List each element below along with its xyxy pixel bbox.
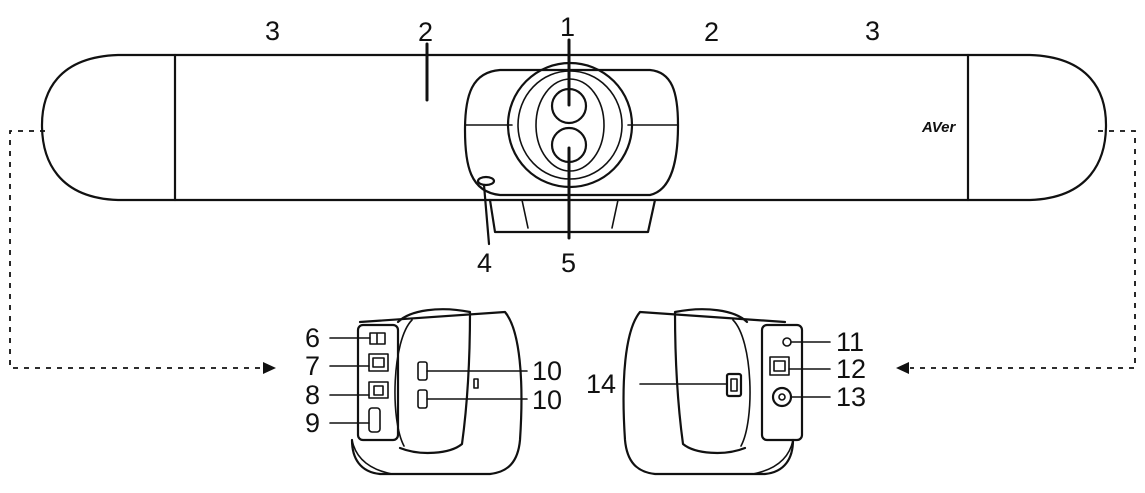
kensington-slot-icon bbox=[473, 378, 479, 389]
usb-a-port-icon-2 bbox=[417, 389, 428, 409]
right-end-rim bbox=[732, 319, 751, 447]
connector-left bbox=[9, 130, 276, 374]
power-jack-icon bbox=[771, 386, 793, 408]
usb-b-port-icon bbox=[368, 381, 389, 399]
callout-12: 12 bbox=[836, 354, 866, 384]
lan-port-inner bbox=[372, 357, 385, 368]
usb-port-inner bbox=[730, 378, 738, 392]
front-view: AVer bbox=[40, 38, 1108, 246]
callout-11: 11 bbox=[836, 327, 864, 357]
callout-2a: 2 bbox=[418, 17, 433, 47]
left-end-rim bbox=[394, 319, 413, 447]
callout-2b: 2 bbox=[704, 17, 719, 47]
right-side-view bbox=[622, 308, 831, 476]
rj45-port-inner bbox=[773, 360, 786, 372]
callout-13: 13 bbox=[836, 382, 866, 412]
reset-pinhole-icon bbox=[782, 337, 792, 347]
right-end-body bbox=[622, 310, 795, 476]
arrow-left-icon bbox=[896, 362, 909, 374]
connector-right bbox=[896, 130, 1136, 374]
bar-body-outline bbox=[40, 53, 1108, 202]
usb-port-icon bbox=[725, 372, 743, 398]
right-end-base bbox=[752, 439, 794, 475]
left-port-panel bbox=[356, 323, 400, 442]
right-end-front bbox=[673, 308, 749, 455]
rj45-port-icon bbox=[769, 356, 790, 376]
lan-port-icon bbox=[368, 353, 389, 372]
arrow-right-icon bbox=[263, 362, 276, 374]
callout-8: 8 bbox=[305, 380, 320, 410]
callout-3b: 3 bbox=[865, 16, 880, 46]
callout-9: 9 bbox=[305, 408, 320, 438]
stand-line-1 bbox=[521, 199, 529, 229]
leader-4 bbox=[482, 183, 491, 246]
callout-3a: 3 bbox=[265, 16, 280, 46]
callout-4: 4 bbox=[477, 248, 492, 278]
usb-a-port-icon bbox=[417, 361, 428, 381]
stand-line-2 bbox=[611, 199, 619, 229]
callout-14: 14 bbox=[586, 369, 616, 399]
camera-stand bbox=[488, 198, 657, 234]
left-side-view bbox=[329, 308, 528, 476]
callout-10a: 10 bbox=[532, 356, 562, 386]
power-jack-inner bbox=[778, 393, 786, 401]
left-end-front bbox=[396, 308, 472, 455]
left-end-body bbox=[350, 310, 523, 476]
callout-1: 1 bbox=[560, 12, 575, 42]
brand-logo: AVer bbox=[921, 119, 957, 136]
callout-6: 6 bbox=[305, 323, 320, 353]
right-port-panel bbox=[760, 323, 804, 442]
usb-b-port-inner bbox=[373, 385, 384, 396]
hdmi-port-icon bbox=[368, 407, 381, 433]
camera-housing bbox=[463, 68, 680, 197]
callout-7: 7 bbox=[305, 351, 320, 381]
callout-5: 5 bbox=[561, 248, 576, 278]
callout-10b: 10 bbox=[532, 385, 562, 415]
status-led-icon bbox=[476, 175, 496, 187]
left-end-base bbox=[351, 439, 393, 475]
